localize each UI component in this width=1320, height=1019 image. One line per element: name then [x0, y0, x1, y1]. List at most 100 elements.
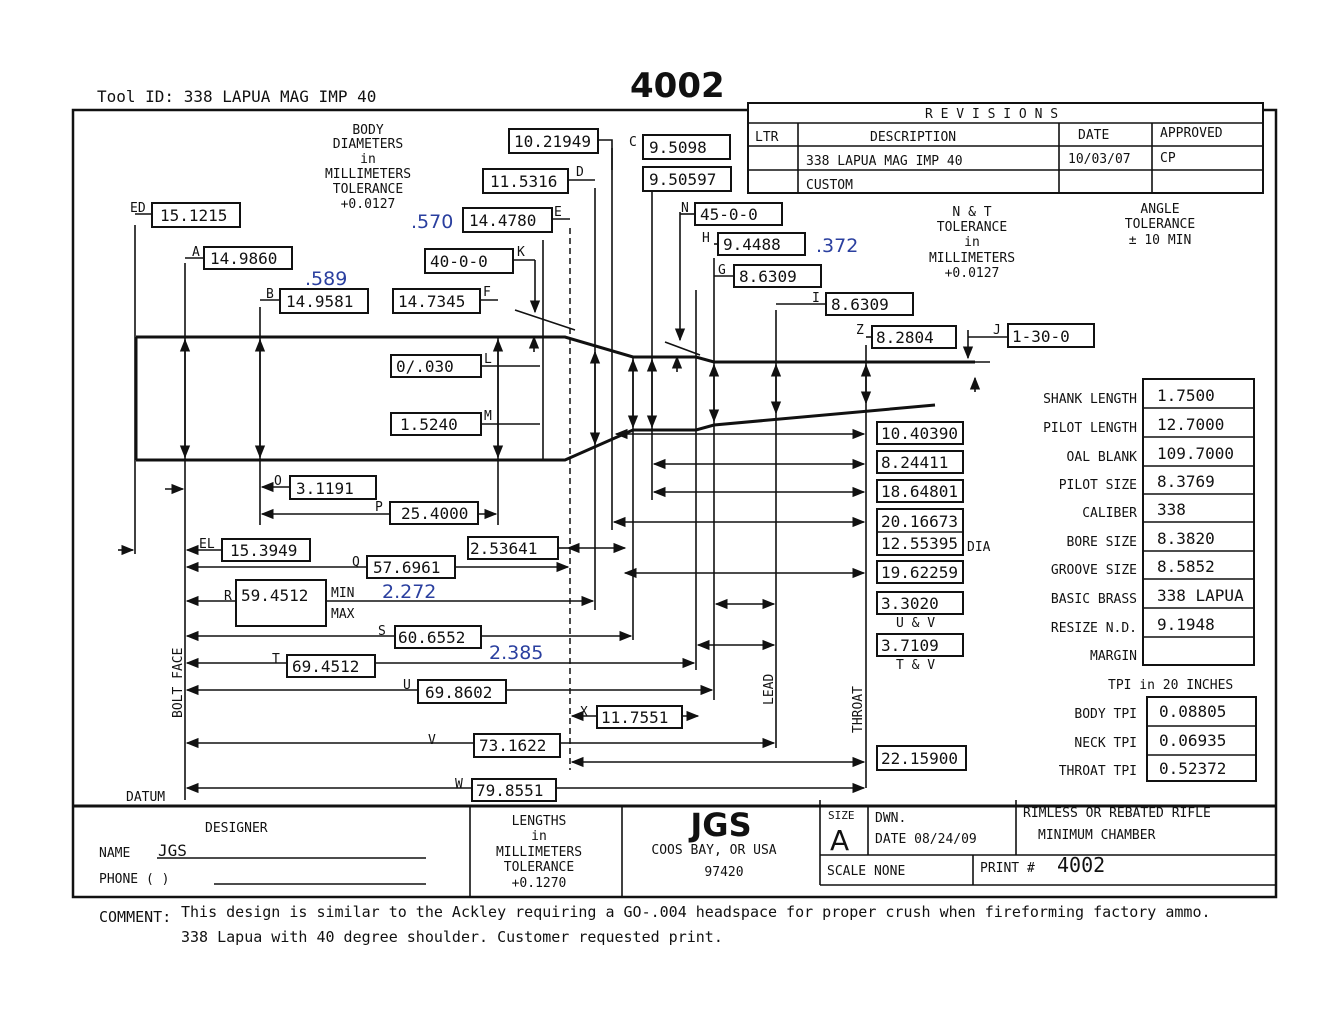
- spec-value: 1.7500: [1157, 386, 1215, 405]
- svg-text:ED: ED: [130, 201, 146, 216]
- tpi-value: 0.52372: [1159, 759, 1226, 778]
- dim-r4: 20.16673: [881, 512, 958, 531]
- svg-text:2.272: 2.272: [382, 581, 436, 603]
- spec-label: GROOVE SIZE: [1051, 563, 1137, 578]
- dim-z: 8.2804: [876, 328, 934, 347]
- dim-m: 1.5240: [400, 415, 458, 434]
- svg-text:X: X: [580, 705, 588, 720]
- svg-text:I: I: [812, 291, 820, 306]
- diameter-arrows: [179, 212, 981, 459]
- dim-r: 59.4512: [241, 586, 308, 605]
- svg-text:MILLIMETERS: MILLIMETERS: [496, 845, 582, 860]
- svg-text:EL: EL: [199, 537, 215, 552]
- svg-text:in: in: [360, 152, 376, 167]
- svg-text:MILLIMETERS: MILLIMETERS: [325, 167, 411, 182]
- svg-text:K: K: [517, 245, 525, 260]
- spec-label: BORE SIZE: [1067, 535, 1137, 550]
- svg-text:TOLERANCE: TOLERANCE: [937, 220, 1007, 235]
- company-zip: 97420: [704, 865, 743, 880]
- dimension-values: 15.1215 14.9860 14.9581 10.21949 11.5316…: [160, 132, 1070, 800]
- spec-label: RESIZE N.D.: [1051, 621, 1137, 636]
- svg-text:T: T: [272, 652, 280, 667]
- dim-l: 0/.030: [396, 357, 454, 376]
- tpi-label: NECK TPI: [1074, 736, 1137, 751]
- svg-text:Z: Z: [856, 323, 864, 338]
- dim-p: 25.4000: [401, 504, 468, 523]
- leader-lines: [135, 139, 1008, 549]
- svg-text:+0.0127: +0.0127: [945, 266, 1000, 281]
- dim-r2: 8.24411: [881, 453, 948, 472]
- drawing-border: [71, 108, 1278, 899]
- drawing-date: DATE 08/24/09: [875, 832, 977, 847]
- extension-lines: [134, 148, 867, 800]
- revision-desc-1: 338 LAPUA MAG IMP 40: [806, 154, 963, 169]
- spec-value: 8.3820: [1157, 529, 1215, 548]
- svg-text:E: E: [554, 205, 562, 220]
- company-logo: JGS: [688, 806, 751, 844]
- spec-label: MARGIN: [1090, 649, 1137, 664]
- tool-id: Tool ID: 338 LAPUA MAG IMP 40: [97, 87, 376, 106]
- dim-o: 3.1191: [296, 479, 354, 498]
- tpi-value: 0.08805: [1159, 702, 1226, 721]
- spec-value: 8.5852: [1157, 557, 1215, 576]
- svg-text:.589: .589: [305, 268, 347, 290]
- print-value: 4002: [1057, 853, 1105, 877]
- svg-text:MIN: MIN: [331, 586, 354, 601]
- dim-q: 57.6961: [373, 558, 440, 577]
- revisions-col-date: DATE: [1078, 128, 1109, 143]
- dim-r3: 18.64801: [881, 482, 958, 501]
- name-label: NAME: [99, 846, 130, 861]
- revisions-col-ltr: LTR: [755, 130, 779, 145]
- dim-r1: 10.40390: [881, 424, 958, 443]
- svg-text:W: W: [455, 777, 463, 792]
- svg-text:MAX: MAX: [331, 607, 355, 622]
- drawing-description: RIMLESS OR REBATED RIFLE: [1023, 806, 1211, 821]
- misc-labels: MIN MAX DIA U & V T & V BOLT FACE LEAD T…: [126, 540, 991, 805]
- designer-label: DESIGNER: [205, 821, 268, 836]
- svg-text:F: F: [483, 285, 491, 300]
- svg-text:J: J: [993, 323, 1001, 338]
- angle-tolerance-note: ANGLE TOLERANCE ± 10 MIN: [1125, 202, 1195, 248]
- dim-e: 14.4780: [469, 211, 536, 230]
- svg-text:H: H: [702, 231, 710, 246]
- tpi-table: TPI in 20 INCHES BODY TPI NECK TPI THROA…: [1059, 678, 1257, 782]
- spec-label: CALIBER: [1082, 506, 1137, 521]
- revisions-title: R E V I S I O N S: [925, 107, 1058, 122]
- spec-value: 12.7000: [1157, 415, 1224, 434]
- svg-text:B: B: [266, 287, 274, 302]
- svg-text:L: L: [484, 352, 492, 367]
- svg-text:in: in: [964, 235, 980, 250]
- dim-v: 73.1622: [479, 736, 546, 755]
- revision-date-1: 10/03/07: [1068, 152, 1131, 167]
- svg-text:D: D: [576, 165, 584, 180]
- handwritten-notes: .570 .589 .372 2.272 2.385: [305, 211, 858, 664]
- svg-text:S: S: [378, 624, 386, 639]
- dim-x: 11.7551: [601, 708, 668, 727]
- scale: SCALE NONE: [827, 864, 905, 879]
- revisions-table: R E V I S I O N S LTR DESCRIPTION DATE A…: [747, 102, 1264, 194]
- dim-j: 1-30-0: [1012, 327, 1070, 346]
- svg-text:LEAD: LEAD: [762, 674, 777, 705]
- dim-n: 45-0-0: [700, 205, 758, 224]
- dim-r8: 3.7109: [881, 636, 939, 655]
- spec-label: PILOT LENGTH: [1043, 421, 1137, 436]
- revision-desc-2: CUSTOM: [806, 178, 853, 193]
- svg-text:ANGLE: ANGLE: [1140, 202, 1179, 217]
- dim-h: 9.4488: [723, 235, 781, 254]
- dim-d: 11.5316: [490, 172, 557, 191]
- dim-x2: 2.53641: [470, 539, 537, 558]
- drawing-description: MINIMUM CHAMBER: [1038, 828, 1156, 843]
- svg-text:DIA: DIA: [967, 540, 991, 555]
- dim-c-b: 9.50597: [649, 170, 716, 189]
- svg-text:2.385: 2.385: [489, 642, 543, 664]
- name-value: JGS: [158, 841, 187, 860]
- body-diameters-note: BODY DIAMETERS in MILLIMETERS TOLERANCE …: [325, 123, 411, 212]
- svg-text:in: in: [531, 829, 547, 844]
- dim-r6: 19.62259: [881, 563, 958, 582]
- comment: COMMENT: This design is similar to the A…: [99, 903, 1211, 946]
- spec-value: 109.7000: [1157, 444, 1234, 463]
- spec-label: PILOT SIZE: [1059, 478, 1137, 493]
- svg-text:TOLERANCE: TOLERANCE: [504, 860, 574, 875]
- dim-ed: 15.1215: [160, 206, 227, 225]
- svg-text:+0.1270: +0.1270: [512, 876, 567, 891]
